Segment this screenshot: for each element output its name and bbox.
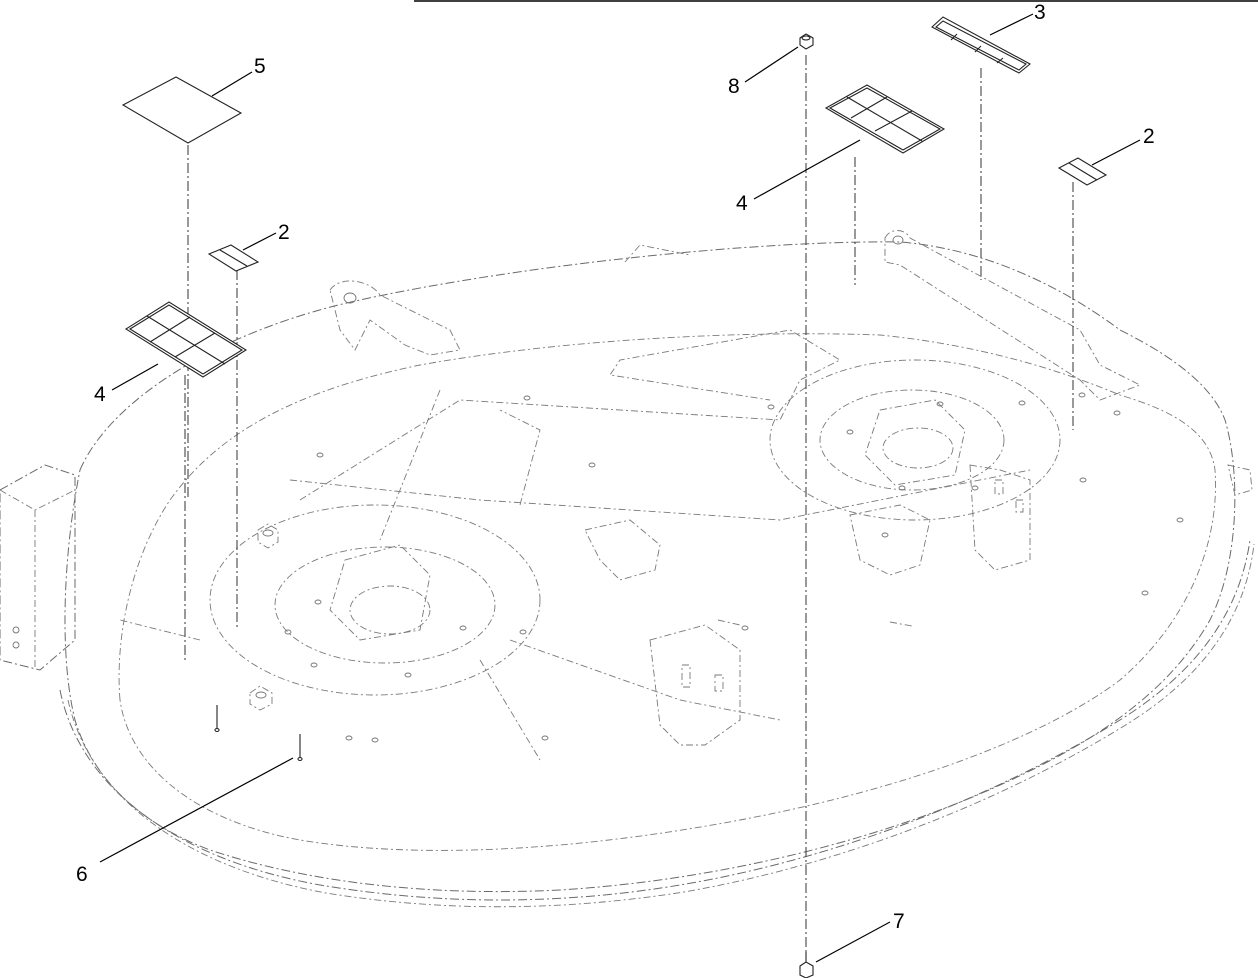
leader-lines — [99, 13, 1141, 963]
callout-4-right: 4 — [736, 192, 748, 215]
decal-part-4-right — [824, 84, 946, 154]
callout-8: 8 — [728, 75, 740, 98]
pin-part-6 — [214, 705, 303, 762]
callout-4-left: 4 — [94, 383, 106, 406]
callout-5: 5 — [254, 55, 266, 78]
decal-part-3 — [931, 16, 1031, 74]
decal-part-2-left — [207, 244, 260, 272]
callout-3: 3 — [1034, 1, 1046, 24]
callout-2-left: 2 — [278, 221, 290, 244]
right-spindle — [769, 359, 1061, 521]
decal-part-4-left — [124, 301, 248, 378]
bolt-part-7 — [799, 952, 814, 978]
callout-6: 6 — [76, 863, 88, 886]
decal-part-2-right — [1057, 157, 1108, 186]
deck-holes — [284, 392, 1184, 743]
deck-nut-lower — [249, 685, 273, 711]
callout-7: 7 — [893, 910, 905, 933]
decal-part-5 — [121, 76, 243, 144]
nut-part-8 — [799, 33, 814, 50]
assembly-center-lines — [184, 55, 1074, 955]
deck-nut-upper — [257, 523, 279, 549]
left-spindle — [209, 504, 541, 696]
callout-2-right: 2 — [1143, 125, 1155, 148]
callout-labels: 5 2 4 6 8 3 4 2 7 — [76, 1, 1155, 933]
mower-deck — [0, 230, 1255, 908]
